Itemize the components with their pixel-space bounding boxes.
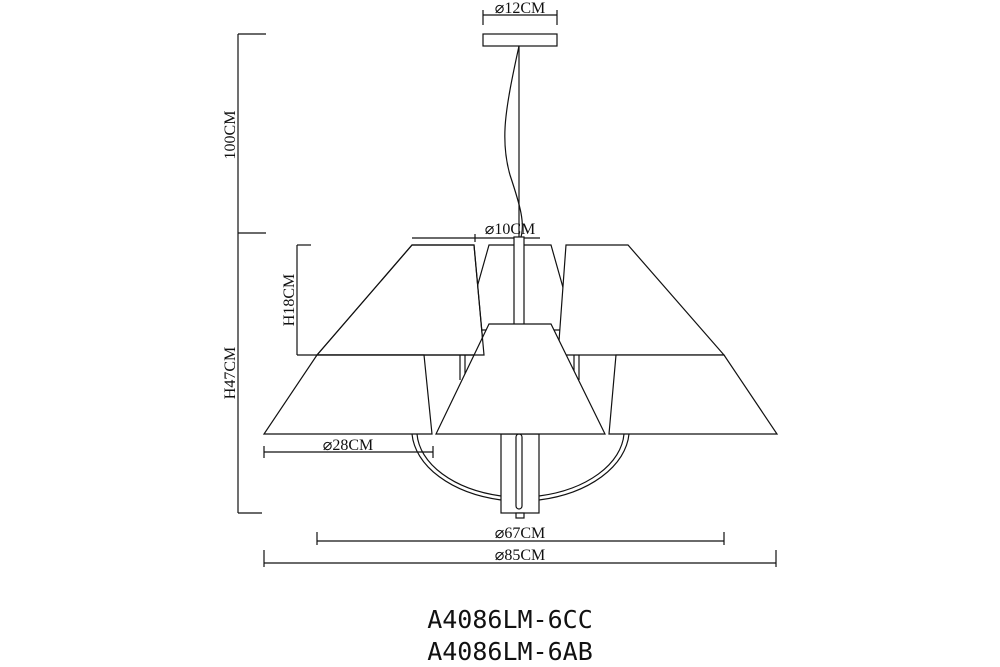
shade-height-dimension (296, 244, 317, 356)
body-height-label: H47CM (222, 347, 239, 399)
shade-bottom-dimension (263, 446, 434, 458)
model-number-ab: A4086LM-6AB (427, 637, 593, 666)
shade-height-label: H18CM (281, 274, 298, 326)
hanging-length-dimension (237, 33, 266, 234)
model-number-cc: A4086LM-6CC (427, 605, 593, 634)
shade-bottom-diameter-label: ⌀28CM (323, 437, 374, 454)
lamp-shade-upper-left (315, 244, 485, 356)
body-height-dimension (237, 233, 262, 514)
center-rod (513, 236, 525, 328)
lamp-shade-upper-right (557, 244, 726, 356)
hanging-length-label: 100CM (222, 111, 239, 160)
inner-diameter-dimension (316, 532, 725, 545)
lamp-shade-front-center (435, 323, 606, 435)
canopy-diameter-label: ⌀12CM (495, 0, 546, 17)
frame-arc (411, 433, 502, 501)
canopy (482, 10, 558, 47)
finial (515, 512, 525, 519)
lamp-shade-lower-left (262, 354, 433, 435)
shade-top-diameter-label: ⌀10CM (485, 221, 536, 238)
overall-diameter-dimension (263, 550, 777, 567)
overall-diameter-label: ⌀85CM (495, 547, 546, 564)
inner-diameter-label: ⌀67CM (495, 525, 546, 542)
lamp-shade-lower-right (608, 354, 779, 435)
power-wire (504, 45, 523, 241)
